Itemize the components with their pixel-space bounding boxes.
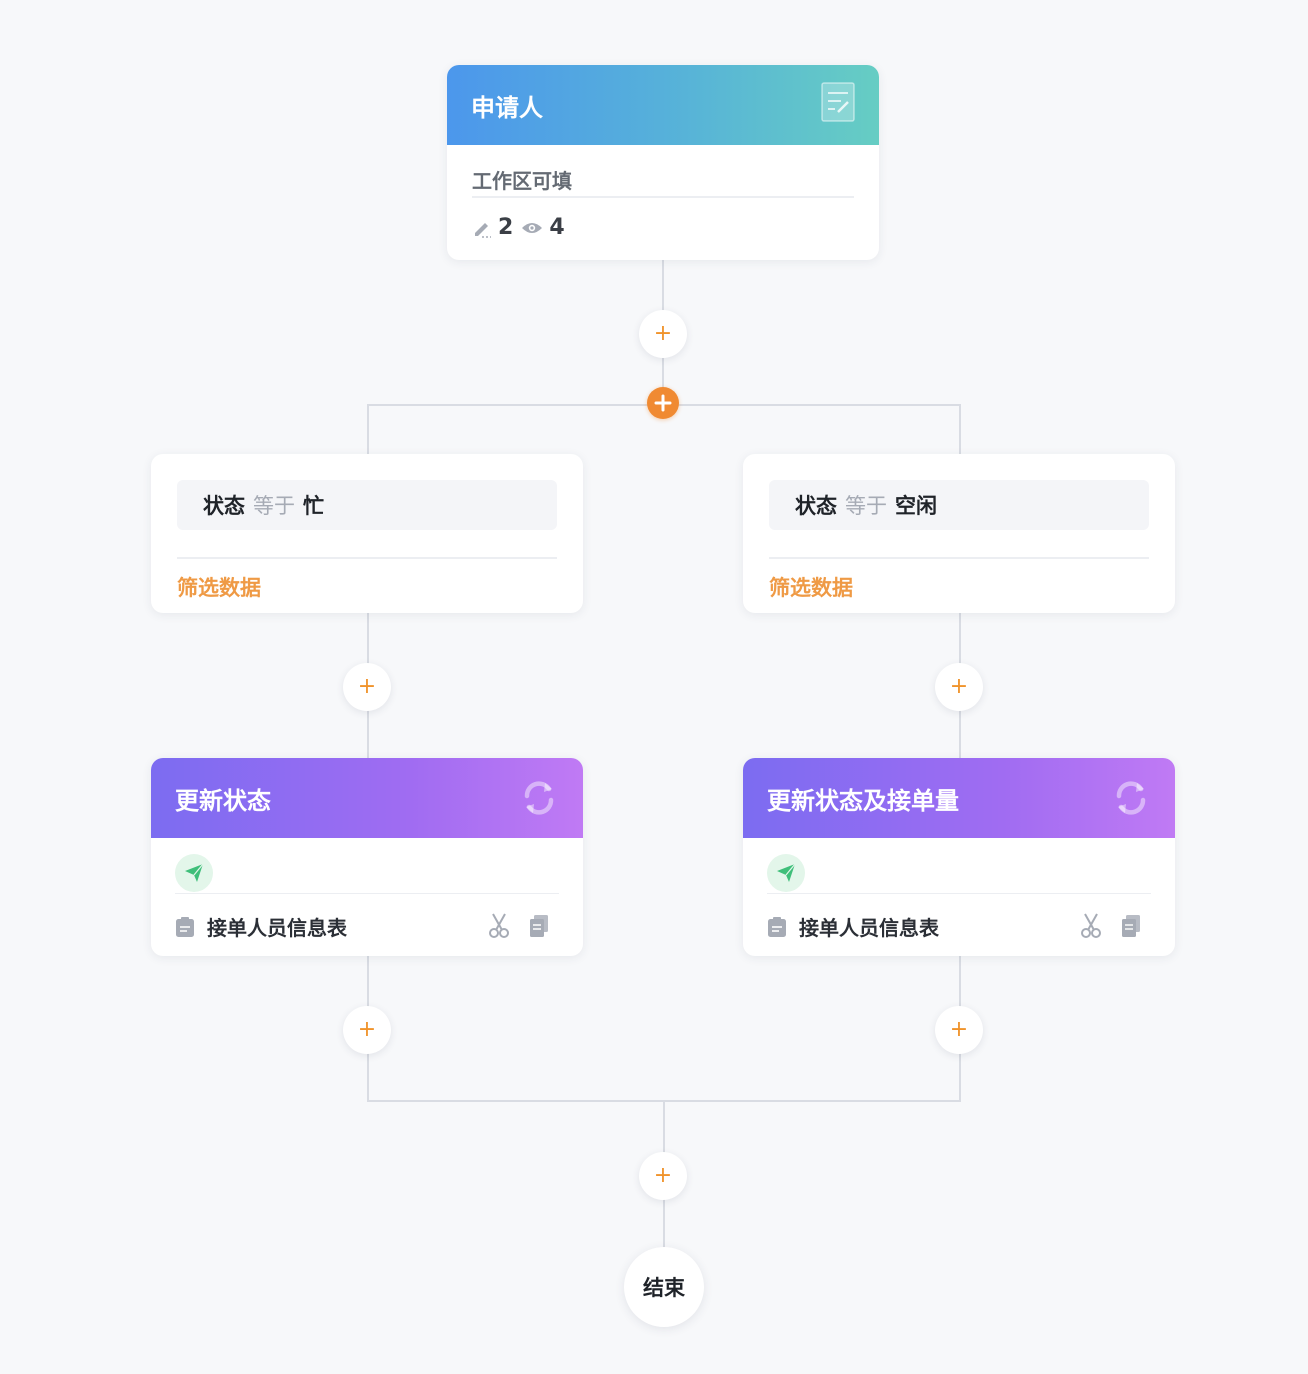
condition-node-right[interactable]: 状态 等于 空闲 筛选数据 <box>743 454 1175 613</box>
target-table-name: 接单人员信息表 <box>799 916 939 940</box>
clipboard-icon <box>767 916 787 938</box>
plus-icon <box>654 394 672 412</box>
clipboard-icon <box>175 916 195 938</box>
condition-field: 状态 <box>795 494 837 518</box>
applicant-node-title: 申请人 <box>471 93 543 122</box>
add-node-button[interactable]: + <box>639 1152 687 1200</box>
target-table-row: 接单人员信息表 <box>175 912 347 941</box>
connector-line <box>959 404 961 456</box>
add-node-button[interactable]: + <box>935 1006 983 1054</box>
add-branch-button[interactable] <box>647 387 679 419</box>
condition-operator: 等于 <box>253 494 295 518</box>
cut-icon[interactable] <box>488 913 510 939</box>
send-icon <box>767 854 805 892</box>
view-count: 4 <box>549 215 565 240</box>
condition-operator: 等于 <box>845 494 887 518</box>
edit-count: 2 <box>498 215 514 240</box>
action-node-header: 更新状态及接单量 <box>743 758 1175 838</box>
add-node-button[interactable]: + <box>343 1006 391 1054</box>
target-table-name: 接单人员信息表 <box>207 916 347 940</box>
divider <box>472 196 854 198</box>
applicant-node[interactable]: 申请人 工作区可填 2 <box>447 65 879 260</box>
permission-counts: 2 4 <box>472 215 565 240</box>
target-table-row: 接单人员信息表 <box>767 912 939 941</box>
update-status-node[interactable]: 更新状态 <box>151 758 583 956</box>
add-node-button[interactable]: + <box>343 663 391 711</box>
refresh-icon <box>1111 778 1151 818</box>
add-node-button[interactable]: + <box>935 663 983 711</box>
divider <box>177 557 557 559</box>
divider <box>767 893 1151 894</box>
send-icon <box>175 854 213 892</box>
condition-field: 状态 <box>203 494 245 518</box>
connector-line <box>367 404 369 456</box>
eye-icon <box>521 221 543 235</box>
copy-icon[interactable] <box>529 914 549 938</box>
divider <box>175 893 559 894</box>
action-node-header: 更新状态 <box>151 758 583 838</box>
applicant-node-header: 申请人 <box>447 65 879 145</box>
add-node-button[interactable]: + <box>639 310 687 358</box>
condition-value: 忙 <box>303 494 324 518</box>
divider <box>769 557 1149 559</box>
condition-node-left[interactable]: 状态 等于 忙 筛选数据 <box>151 454 583 613</box>
copy-icon[interactable] <box>1121 914 1141 938</box>
update-status-and-orders-node[interactable]: 更新状态及接单量 <box>743 758 1175 956</box>
applicant-node-subtitle: 工作区可填 <box>472 169 572 193</box>
form-edit-icon <box>821 82 855 128</box>
action-node-title: 更新状态及接单量 <box>767 786 959 815</box>
filter-data-link[interactable]: 筛选数据 <box>769 576 853 600</box>
refresh-icon <box>519 778 559 818</box>
filter-data-link[interactable]: 筛选数据 <box>177 576 261 600</box>
action-node-title: 更新状态 <box>175 786 271 815</box>
pencil-icon <box>472 218 492 238</box>
condition-value: 空闲 <box>895 494 937 518</box>
condition-expression: 状态 等于 空闲 <box>769 480 1149 530</box>
cut-icon[interactable] <box>1080 913 1102 939</box>
condition-expression: 状态 等于 忙 <box>177 480 557 530</box>
end-node[interactable]: 结束 <box>624 1247 704 1327</box>
